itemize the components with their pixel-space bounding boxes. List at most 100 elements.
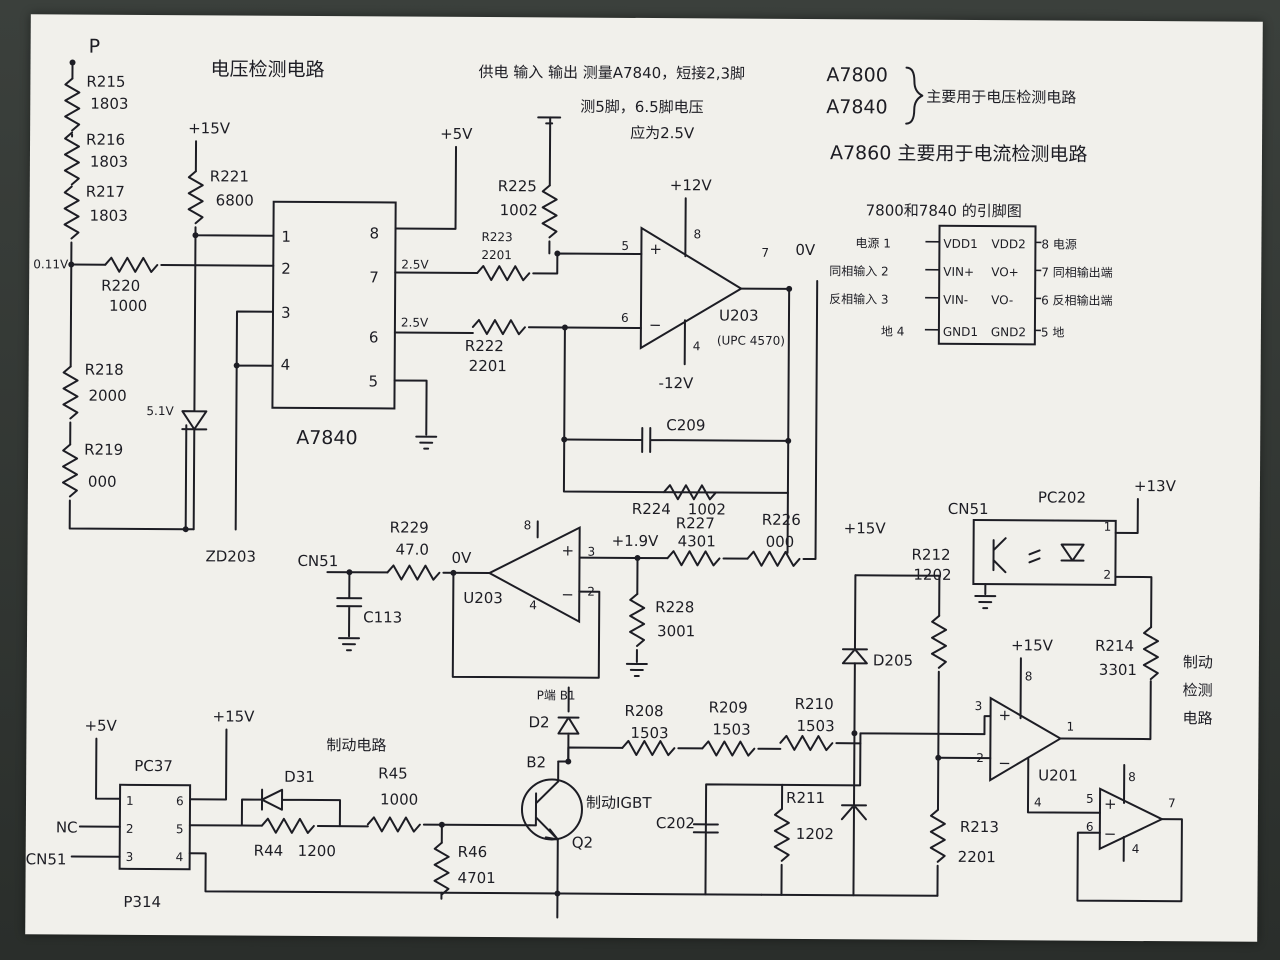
opamp-u201-b	[1098, 787, 1165, 851]
resistor-r223	[476, 264, 531, 282]
r214-label: R214	[1095, 637, 1134, 655]
paper-sheet: 电压检测电路 供电 输入 输出 测量A7840，短接2,3脚 测5脚，6.5脚电…	[25, 14, 1263, 942]
r208-value: 1503	[630, 724, 668, 742]
svg-text:VO+: VO+	[991, 265, 1019, 279]
optocoupler-pc202	[972, 519, 1117, 586]
note-measure2: 测5脚，6.5脚电压	[580, 98, 704, 117]
d2-label: D2	[528, 713, 549, 731]
r228-label: R228	[655, 598, 694, 616]
r228-value: 3001	[657, 622, 695, 640]
r223-value: 2201	[481, 248, 512, 262]
ic-pin-1: 1	[281, 228, 291, 246]
u203-model: (UPC 4570)	[717, 333, 785, 347]
p-b1-label: P端 B1	[537, 688, 576, 702]
pinout-pin-stubs	[924, 240, 1042, 332]
p314-label: P314	[123, 893, 161, 911]
r219-label: R219	[84, 441, 123, 459]
brake-title: 制动电路	[326, 736, 386, 754]
ic-pin-4: 4	[281, 356, 291, 374]
r225-label: R225	[498, 177, 537, 195]
ic-pin-3: 3	[281, 304, 291, 322]
r219-value: 000	[88, 473, 117, 491]
r45-label: R45	[378, 764, 408, 782]
u201-pin-4: 4	[1034, 795, 1042, 809]
u2b-pin-6: 6	[1086, 820, 1094, 834]
diode-d2	[557, 686, 580, 763]
opamp-u203-buffer	[487, 525, 581, 624]
u201-pin-8: 8	[1025, 669, 1033, 683]
b2-label: B2	[526, 753, 546, 771]
resistor-r208	[621, 739, 676, 757]
ic-pin-7: 7	[369, 268, 379, 286]
resistor-r222	[471, 318, 526, 336]
r210-value: 1503	[796, 717, 834, 735]
resistor-r213	[929, 808, 946, 863]
note-main-use: 主要用于电压检测电路	[926, 88, 1076, 107]
r211-value: 1202	[796, 825, 834, 843]
svg-text:电源 1: 电源 1	[855, 236, 891, 250]
pc37-label: PC37	[134, 757, 173, 775]
pinout-title: 7800和7840 的引脚图	[866, 201, 1022, 220]
u201-label: U201	[1038, 766, 1078, 784]
buffer-pin-3: 3	[588, 545, 596, 559]
r208-label: R208	[625, 702, 664, 720]
buffer-node-0v: 0V	[451, 549, 472, 567]
n12v-label: -12V	[659, 374, 695, 392]
ground-a7840	[415, 435, 438, 450]
resistor-r220	[104, 256, 159, 274]
r211-label: R211	[786, 789, 825, 807]
pinout-left-labels: 电源 1 同相输入 2 反相输入 3 地 4	[829, 236, 905, 338]
opamp-pin-8: 8	[693, 227, 701, 241]
r218-label: R218	[85, 361, 124, 379]
resistor-r221	[187, 170, 204, 225]
u201-pin-3: 3	[975, 699, 983, 713]
ground-r228	[625, 662, 648, 678]
c113-label: C113	[363, 608, 402, 626]
r45-value: 1000	[380, 790, 418, 808]
svg-text:+: +	[649, 240, 662, 258]
r212-label: R212	[911, 546, 950, 564]
r227-value: 4301	[678, 532, 716, 550]
v-pin6: 2.5V	[401, 316, 429, 330]
r209-value: 1503	[712, 720, 750, 738]
note-measure: 供电 输入 输出 测量A7840，短接2,3脚	[478, 63, 745, 83]
igbt-label: 制动IGBT	[586, 794, 652, 812]
r216-value: 1803	[90, 153, 128, 171]
ic-pin-2: 2	[281, 260, 291, 278]
c209-label: C209	[666, 416, 705, 434]
r210-label: R210	[795, 695, 834, 713]
pc37-pin-2: 2	[126, 822, 134, 836]
p12v-label: +12V	[670, 176, 713, 194]
resistor-r227	[666, 550, 721, 567]
r215-label: R215	[86, 73, 125, 91]
ground-c113	[337, 637, 361, 652]
resistor-r214	[1142, 626, 1160, 681]
opamp-pin-7: 7	[761, 246, 769, 260]
r222-value: 2201	[469, 357, 507, 375]
resistor-r218	[62, 365, 79, 420]
note-measure3: 应为2.5V	[630, 124, 695, 142]
r217-label: R217	[86, 183, 125, 201]
title-voltage-detect: 电压检测电路	[210, 58, 324, 81]
svg-text:+: +	[999, 706, 1012, 724]
nc-label: NC	[56, 818, 78, 836]
detect-label-2: 检测	[1183, 681, 1213, 699]
svg-text:−: −	[1104, 825, 1117, 843]
resistor-r46	[433, 841, 450, 896]
resistor-r226	[746, 550, 801, 567]
u2b-pin-7: 7	[1168, 796, 1176, 810]
pinout-left-pins: VDD1 VIN+ VIN- GND1	[943, 237, 978, 339]
svg-text:−: −	[998, 754, 1011, 772]
buffer-u203-label: U203	[463, 589, 503, 607]
pc37-pin-5: 5	[176, 822, 184, 836]
r229-value: 47.0	[396, 540, 430, 558]
schematic-diagram: 电压检测电路 供电 输入 输出 测量A7840，短接2,3脚 测5脚，6.5脚电…	[26, 36, 1213, 919]
resistor-r216	[63, 131, 81, 186]
u201-pin-1: 1	[1066, 720, 1074, 734]
svg-text:地 4: 地 4	[881, 324, 905, 338]
buffer-pin-4: 4	[529, 598, 537, 612]
r229-label: R229	[390, 518, 429, 536]
q2-label: Q2	[572, 834, 593, 852]
brake-p5v: +5V	[84, 717, 117, 735]
